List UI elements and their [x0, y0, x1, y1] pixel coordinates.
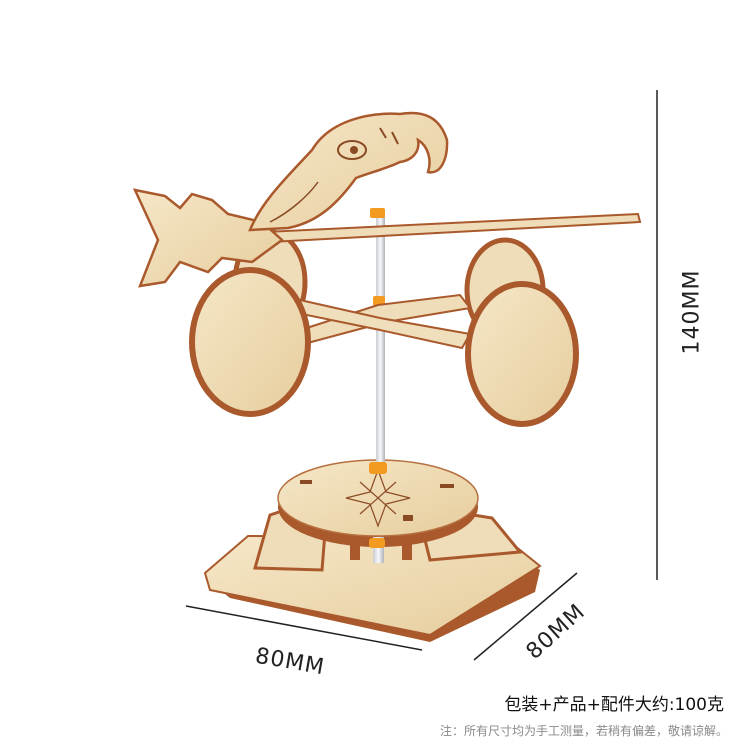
pointer-arm [263, 212, 642, 244]
measurement-disclaimer: 注：所有尺寸均为手工测量，若稍有偏差，敬请谅解。 [439, 724, 728, 738]
weight-note: 包装+产品+配件大约:100克 [504, 695, 724, 715]
height-dimension-label: 140MM [679, 269, 705, 355]
center-rod [369, 208, 387, 563]
width-dimension-line [185, 605, 423, 651]
tail-fin [132, 188, 284, 288]
parrot-figure [248, 111, 449, 232]
depth-dimension-line [473, 572, 578, 661]
compass-disc [277, 459, 479, 547]
wind-cups [189, 229, 579, 427]
